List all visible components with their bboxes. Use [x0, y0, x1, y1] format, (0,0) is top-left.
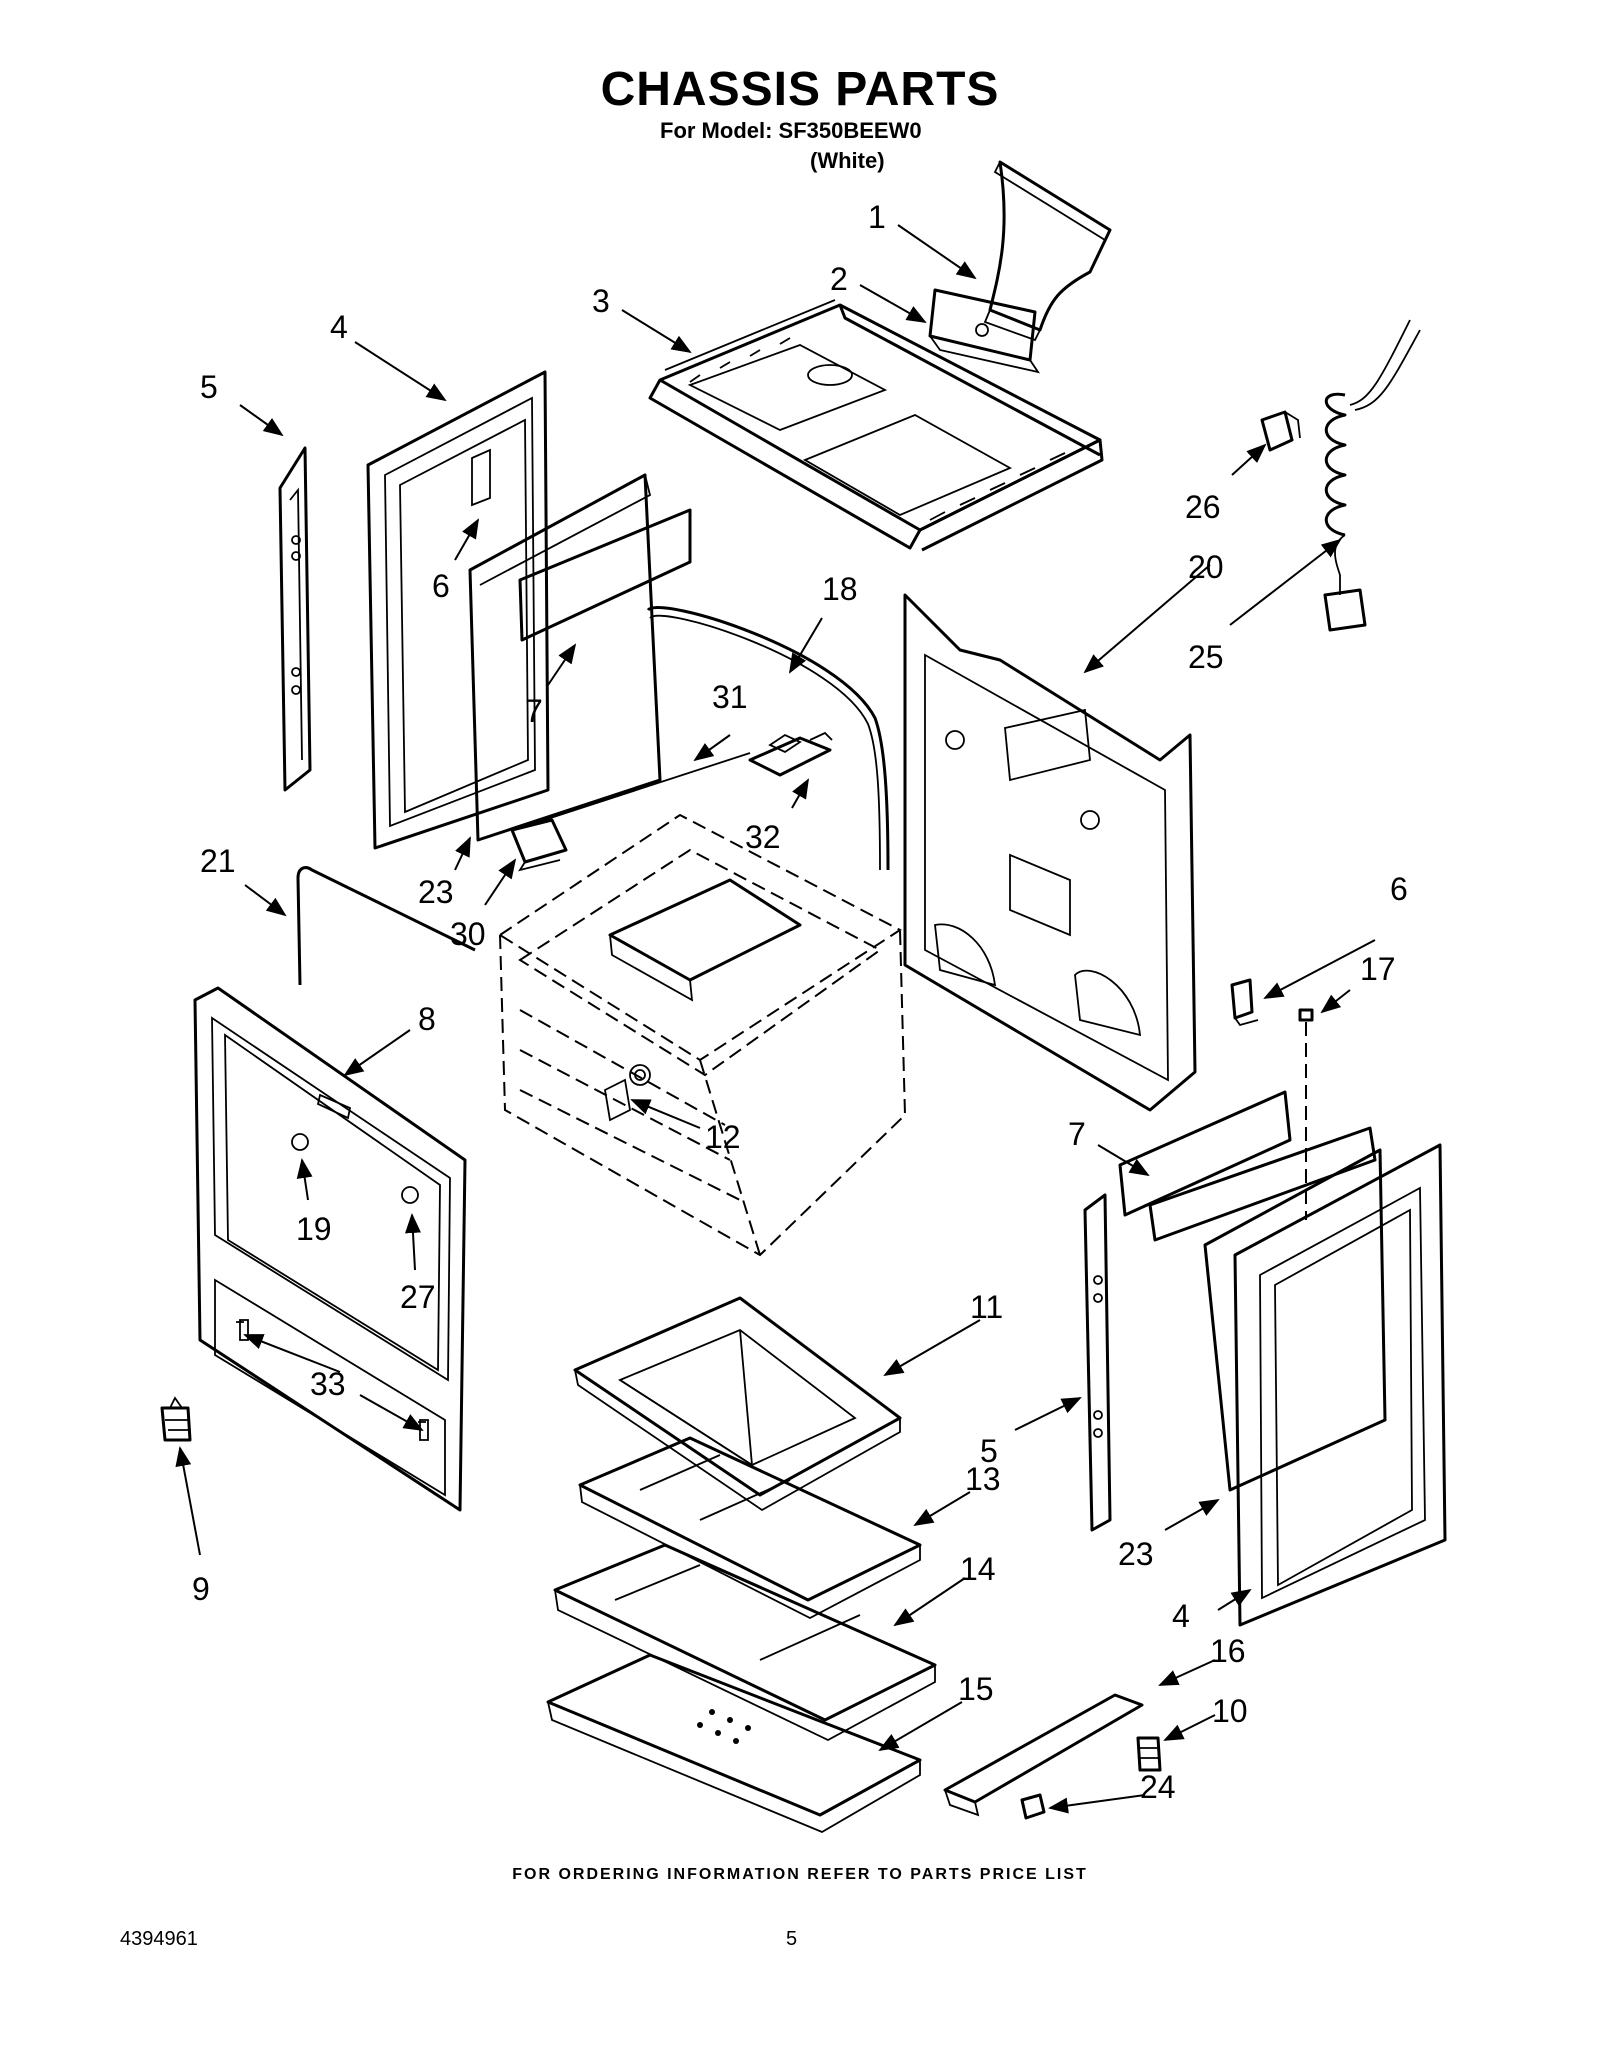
callout-17: 17	[1360, 951, 1396, 987]
callout-23-right: 23	[1118, 1536, 1154, 1572]
callout-23-left: 23	[418, 874, 454, 910]
part-9-leveling-leg	[160, 1396, 192, 1442]
document-number: 4394961	[120, 1928, 198, 1950]
callout-30: 30	[450, 916, 486, 952]
callout-26: 26	[1185, 489, 1221, 525]
part-31-wire	[534, 752, 751, 824]
callout-15: 15	[958, 1671, 994, 1707]
part-8-door	[193, 986, 467, 1512]
callout-7-right: 7	[1068, 1116, 1086, 1152]
part-11-broiler-pan	[573, 1296, 902, 1512]
ordering-note: FOR ORDERING INFORMATION REFER TO PARTS …	[512, 1866, 1088, 1883]
part-3-top-frame	[648, 299, 1104, 552]
callout-4-right: 4	[1172, 1598, 1190, 1634]
part-16-burner-bracket	[943, 1693, 1144, 1817]
callout-21: 21	[200, 843, 236, 879]
part-21-door-gasket	[296, 866, 476, 986]
part-1-vent-duct	[983, 160, 1112, 342]
part-4-side-panel-left	[366, 370, 550, 850]
part-13-drawer-panel	[578, 1436, 922, 1620]
callout-32: 32	[745, 819, 781, 855]
callout-14: 14	[960, 1551, 996, 1587]
part-20-back-panel	[903, 593, 1197, 1112]
part-5-side-strip-left	[278, 446, 312, 792]
callout-2: 2	[830, 261, 848, 297]
callout-19: 19	[296, 1211, 332, 1247]
callout-4-left: 4	[330, 309, 348, 345]
model-color: (White)	[810, 148, 885, 173]
callout-labels: 1 2 3 4 5 6 7 18 31 32 23 30 21 8 12 19 …	[192, 199, 1408, 1805]
part-4-side-panel-right	[1233, 1143, 1447, 1627]
callout-11: 11	[970, 1289, 1003, 1325]
part-6-hinge-right	[1230, 978, 1259, 1027]
part-24-clip	[1020, 1793, 1046, 1820]
callout-25: 25	[1188, 639, 1224, 675]
callout-8: 8	[418, 1001, 436, 1037]
callout-12: 12	[705, 1119, 741, 1155]
callout-20: 20	[1188, 549, 1224, 585]
part-18-gasket	[646, 606, 890, 871]
part-5-side-strip-right	[1083, 1193, 1112, 1532]
callout-6-right: 6	[1390, 871, 1408, 907]
callout-6-left: 6	[432, 568, 450, 604]
callout-1: 1	[868, 199, 886, 235]
callout-27: 27	[400, 1279, 436, 1315]
callout-5-right: 5	[980, 1433, 998, 1469]
callout-10: 10	[1212, 1693, 1248, 1729]
part-10-roller	[1136, 1736, 1162, 1772]
part-26-clip	[1260, 410, 1301, 452]
page-title: CHASSIS PARTS	[600, 63, 1000, 116]
callout-16: 16	[1210, 1633, 1246, 1669]
part-15-bottom-panel	[546, 1653, 922, 1834]
callout-24: 24	[1140, 1769, 1176, 1805]
callout-7-left: 7	[525, 693, 543, 729]
part-7-heat-shield-right	[1118, 1090, 1387, 1492]
callout-33: 33	[310, 1366, 346, 1402]
part-17-screw	[1298, 1008, 1314, 1220]
part-2-bracket	[928, 288, 1040, 374]
leader-lines	[175, 224, 1376, 1814]
callout-9: 9	[192, 1571, 210, 1607]
callout-18: 18	[822, 571, 858, 607]
model-number: For Model: SF350BEEW0	[660, 118, 922, 143]
oven-cavity	[498, 813, 907, 1257]
part-30-hinge-receiver	[510, 818, 568, 872]
part-14-drawer	[553, 1543, 937, 1742]
part-7-heat-shield-left	[468, 473, 692, 842]
callout-5-left: 5	[200, 369, 218, 405]
callout-13: 13	[965, 1461, 1001, 1497]
callout-3: 3	[592, 283, 610, 319]
part-32-switch	[748, 731, 833, 777]
page-number: 5	[786, 1928, 798, 1950]
part-25-power-cord	[1323, 319, 1421, 632]
callout-31: 31	[712, 679, 748, 715]
